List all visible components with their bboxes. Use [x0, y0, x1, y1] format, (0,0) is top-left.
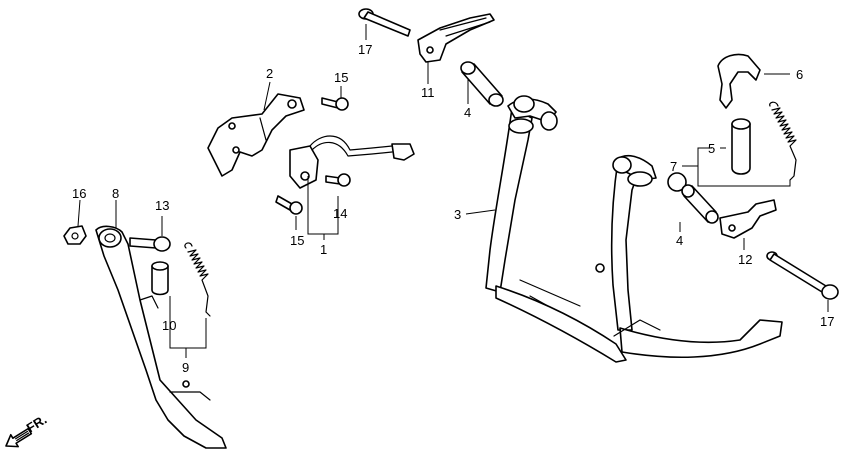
bracket-2: [207, 93, 305, 177]
bolt-17-right: [766, 251, 839, 300]
callout-13: 13: [155, 198, 169, 213]
callout-labels: 2 15 17 11 4 3 6 5 7 4 12 17 14 15 1 16 …: [72, 42, 834, 375]
callout-2: 2: [266, 66, 273, 81]
front-arrow-icon: [5, 427, 33, 448]
bolt-17-top: [358, 8, 411, 37]
callout-3: 3: [454, 207, 461, 222]
nut-16: [63, 225, 87, 245]
sleeve-right: [681, 184, 719, 224]
collar-5: [731, 118, 751, 175]
side-stand-switch: [289, 135, 415, 189]
spring-main-stand: [769, 101, 797, 181]
callout-4-left: 4: [464, 105, 471, 120]
bolt-15-lower: [275, 195, 303, 215]
bracket-11: [417, 13, 495, 63]
callout-1: 1: [320, 242, 327, 257]
callout-9: 9: [182, 360, 189, 375]
main-stand: [485, 95, 783, 363]
clip-6: [717, 53, 761, 109]
collar-10: [151, 261, 169, 296]
bolt-15-upper: [321, 97, 349, 111]
callout-8-side: 8: [112, 186, 119, 201]
callout-7: 7: [670, 159, 677, 174]
leader-lines: [77, 24, 829, 358]
callout-17-right: 17: [820, 314, 834, 329]
callout-4-right: 4: [676, 233, 683, 248]
callout-10: 10: [162, 318, 176, 333]
callout-14: 14: [333, 206, 347, 221]
callout-6: 6: [796, 67, 803, 82]
callout-15-lower: 15: [290, 233, 304, 248]
spring-side-stand: [184, 242, 211, 317]
bolt-13: [129, 236, 171, 252]
callout-16: 16: [72, 186, 86, 201]
bolt-14: [325, 173, 351, 187]
callout-11: 11: [421, 85, 435, 100]
callout-15-upper: 15: [334, 70, 348, 85]
callout-12: 12: [738, 252, 752, 267]
front-direction-indicator: FR.: [5, 412, 49, 448]
bracket-12: [719, 199, 777, 239]
callout-5: 5: [708, 141, 715, 156]
sleeve-left: [460, 61, 504, 107]
callout-17-top: 17: [358, 42, 372, 57]
side-stand: [95, 225, 227, 449]
